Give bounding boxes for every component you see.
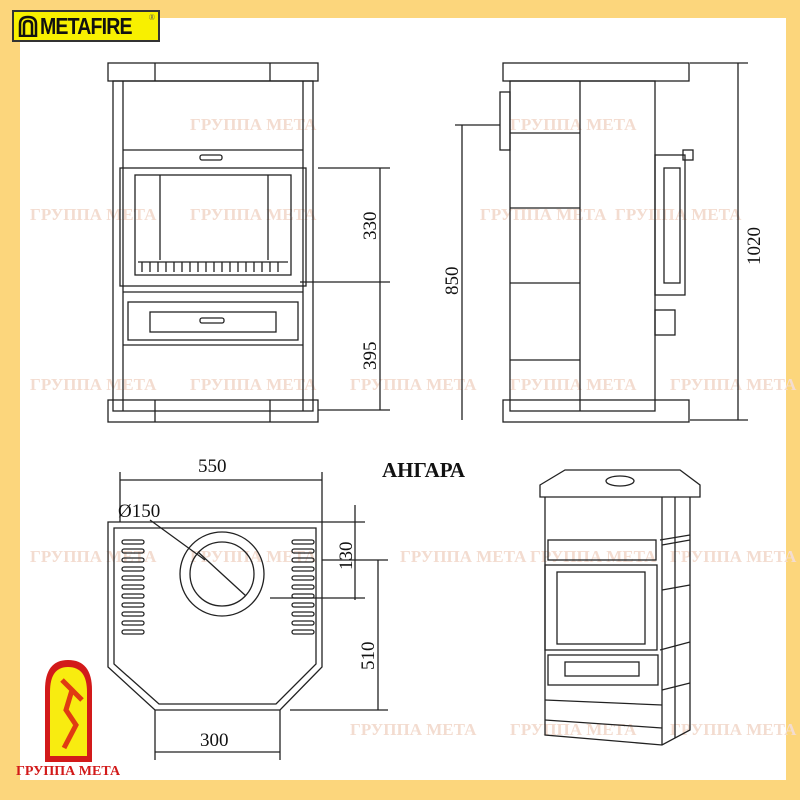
dim-bottom-width: 300 bbox=[200, 730, 229, 751]
watermark-text: ГРУППА МЕТА bbox=[670, 375, 797, 394]
watermark-text: ГРУППА МЕТА bbox=[30, 205, 157, 224]
watermark-text: ГРУППА МЕТА bbox=[530, 547, 657, 566]
flame-arch-icon bbox=[18, 15, 38, 37]
group-meta-emblem bbox=[45, 660, 92, 762]
watermark-text: ГРУППА МЕТА bbox=[670, 720, 797, 739]
dim-top-depth: 510 bbox=[358, 642, 379, 671]
watermark-text: ГРУППА МЕТА bbox=[350, 720, 477, 739]
watermark-text: ГРУППА МЕТА bbox=[670, 547, 797, 566]
dim-front-upper: 330 bbox=[360, 212, 381, 241]
logo-text: METAFIRE bbox=[40, 12, 133, 39]
watermark-text: ГРУППА МЕТА bbox=[190, 115, 317, 134]
perspective-view bbox=[539, 469, 701, 746]
dimension-labels: 330 395 850 1020 550 Ø150 130 510 300 bbox=[118, 212, 765, 752]
side-view bbox=[455, 62, 748, 423]
drawing-sheet bbox=[20, 18, 786, 780]
watermark-text: ГРУППА МЕТА bbox=[400, 547, 527, 566]
product-name: АНГАРА bbox=[382, 458, 466, 482]
dim-top-depth-front: 130 bbox=[336, 542, 357, 571]
vent-slots bbox=[121, 539, 315, 635]
watermark-text: ГРУППА МЕТА bbox=[190, 547, 317, 566]
watermark-text: ГРУППА МЕТА bbox=[30, 375, 157, 394]
dim-side-height: 850 bbox=[442, 267, 463, 296]
registered-mark: ® bbox=[148, 13, 155, 22]
metafire-logo: METAFIRE ® bbox=[12, 10, 160, 42]
dim-flue-diameter: Ø150 bbox=[118, 501, 160, 522]
front-view bbox=[107, 62, 390, 423]
watermark-text: ГРУППА МЕТА bbox=[190, 205, 317, 224]
watermark-text: ГРУППА МЕТА bbox=[480, 205, 607, 224]
dim-front-lower: 395 bbox=[360, 342, 381, 371]
watermark-text: ГРУППА МЕТА bbox=[510, 115, 637, 134]
watermark-layer: ГРУППА МЕТА ГРУППА МЕТА ГРУППА МЕТА ГРУП… bbox=[30, 115, 797, 739]
watermark-text: ГРУППА МЕТА bbox=[30, 547, 157, 566]
top-view bbox=[107, 472, 388, 760]
watermark-text: ГРУППА МЕТА bbox=[350, 375, 477, 394]
watermark-text: ГРУППА МЕТА bbox=[510, 720, 637, 739]
dim-top-width: 550 bbox=[198, 456, 227, 477]
group-name: ГРУППА МЕТА bbox=[16, 764, 121, 779]
watermark-text: ГРУППА МЕТА bbox=[190, 375, 317, 394]
watermark-text: ГРУППА МЕТА bbox=[615, 205, 742, 224]
watermark-text: ГРУППА МЕТА bbox=[510, 375, 637, 394]
dim-total-height: 1020 bbox=[744, 227, 765, 265]
